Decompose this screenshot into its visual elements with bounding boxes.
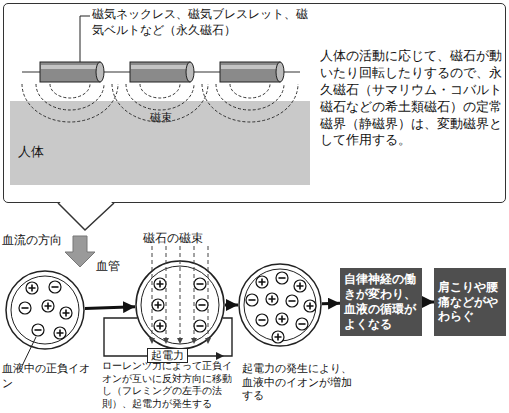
flow-arrow bbox=[322, 302, 340, 306]
magnet-wire bbox=[22, 71, 300, 72]
vessel-wall bbox=[136, 261, 224, 349]
caption-text: 血液中の正負イオン bbox=[2, 362, 92, 392]
leader-line bbox=[80, 16, 90, 62]
magnet-cylinder bbox=[220, 62, 284, 82]
vessel-lumen bbox=[141, 266, 219, 344]
vessel-outline bbox=[135, 260, 225, 350]
body-text: 人体の活動に応じて、磁石が動いたり回転したりするので、永久磁石（サマリウム・コバ… bbox=[320, 48, 502, 149]
flow-arrow bbox=[85, 307, 135, 309]
vessel-wall bbox=[6, 271, 84, 349]
flux-label: 磁束 bbox=[150, 111, 190, 126]
product-label: 磁気ネックレス、磁気ブレスレット、磁気ベルトなど（永久磁石） bbox=[92, 6, 310, 38]
emf-label: 起電力 bbox=[147, 348, 188, 363]
vessel-circle: 起電力の発生により、血液中のイオンが増加する bbox=[238, 263, 322, 347]
vessel-lumen bbox=[244, 269, 316, 341]
flow-label: 血流の方向 bbox=[2, 232, 72, 248]
body-text: 人体 bbox=[18, 143, 58, 161]
vessel-wall bbox=[239, 264, 321, 346]
box-text: 肩こりや腰痛などがやわらぐ bbox=[438, 280, 502, 325]
caption-text: ローレンツ力によって正負イオンが互いに反対方向に移動し（フレミングの左手の法則）… bbox=[102, 360, 240, 410]
caption-text: 起電力の発生により、血液中のイオンが増加する bbox=[242, 362, 356, 403]
vessel-outline bbox=[238, 263, 322, 347]
magnet-cylinder bbox=[40, 62, 104, 82]
callout-wedge-outline bbox=[58, 203, 114, 230]
result-box: 自律神経の働きが変わり、血液の循環がよくなる bbox=[340, 268, 422, 336]
vessel-circle: 血液中の正負イオン bbox=[5, 270, 85, 350]
box-text: 自律神経の働きが変わり、血液の循環がよくなる bbox=[344, 272, 418, 332]
description-panel: 人体の活動に応じて、磁石が動いたり回転したりするので、永久磁石（サマリウム・コバ… bbox=[3, 3, 506, 203]
vessel-outline bbox=[5, 270, 85, 350]
vessel-circle: ローレンツ力によって正負イオンが互いに反対方向に移動し（フレミングの左手の法則）… bbox=[135, 260, 225, 350]
callout-wedge bbox=[58, 200, 114, 230]
flux-label: 磁石の磁束 bbox=[143, 230, 233, 246]
magnet-cylinder bbox=[130, 62, 194, 82]
flow-arrow bbox=[225, 304, 238, 307]
flow-arrow bbox=[422, 301, 434, 304]
result-box: 肩こりや腰痛などがやわらぐ bbox=[434, 268, 506, 336]
emf-direction bbox=[216, 352, 224, 360]
blood-flow-arrow bbox=[65, 236, 95, 267]
vessel-lumen bbox=[11, 276, 79, 344]
vessel-label: 血管 bbox=[96, 258, 136, 274]
